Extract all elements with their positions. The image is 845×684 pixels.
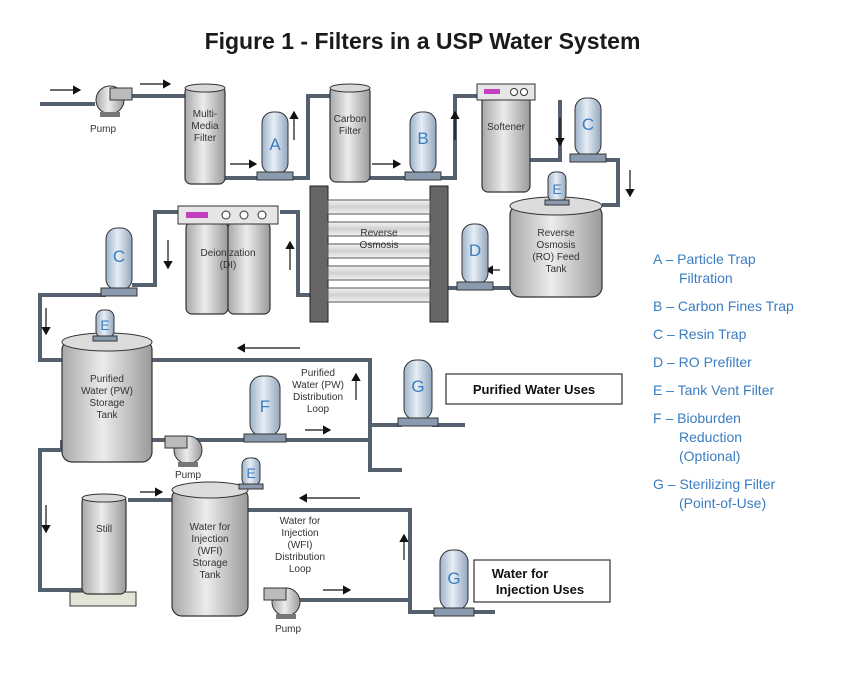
wfi-loop-label-2: Injection (281, 528, 318, 539)
filter-b-letter: B (417, 129, 428, 148)
wfi-storage-tank (171, 481, 249, 617)
ro-tank-label-2: Osmosis (537, 240, 576, 251)
legend-g-line-1: G – Sterilizing Filter (653, 476, 776, 492)
legend-d-line-1: D – RO Prefilter (653, 354, 752, 370)
filter-legend: A – Particle Trap Filtration B – Carbon … (653, 250, 843, 522)
legend-item-e: E – Tank Vent Filter (653, 381, 843, 400)
filter-f-letter: F (260, 397, 270, 416)
pw-tank-label-2: Water (PW) (81, 386, 133, 397)
pw-tank-label-3: Storage (89, 398, 124, 409)
filter-c-left: C (100, 227, 138, 297)
pump-1-label: Pump (90, 124, 117, 135)
filter-f: F (243, 375, 287, 443)
legend-c-line-1: C – Resin Trap (653, 326, 747, 342)
legend-item-a: A – Particle Trap Filtration (653, 250, 843, 288)
filter-g-pw: G (397, 359, 439, 427)
ro-feed-tank (509, 196, 603, 298)
filter-e-pw-tank: E (92, 309, 118, 342)
filter-e-ro-letter: E (552, 181, 561, 197)
filter-b: B (404, 111, 442, 181)
pump-2-label: Pump (175, 470, 202, 481)
multimedia-filter (184, 83, 226, 185)
legend-a-line-1: A – Particle Trap (653, 251, 756, 267)
di-label-2: (DI) (220, 260, 237, 271)
pw-loop-label-1: Purified (301, 368, 335, 379)
di-label-1: Deionization (200, 248, 255, 259)
pw-loop-label-3: Distribution (293, 392, 343, 403)
ro-label-1: Reverse (360, 228, 398, 239)
carbon-label-2: Filter (339, 126, 362, 137)
multimedia-label-1: Multi- (193, 109, 217, 120)
legend-a-line-2: Filtration (679, 270, 733, 286)
wfi-loop-label-1: Water for (280, 516, 321, 527)
filter-c-top: C (569, 97, 607, 163)
legend-item-g: G – Sterilizing Filter (Point-of-Use) (653, 475, 843, 513)
pump-1 (95, 85, 133, 117)
injection-uses-label-1: Water for (492, 566, 549, 581)
pw-loop-label-4: Loop (307, 404, 330, 415)
multimedia-label-2: Media (191, 121, 219, 132)
wfi-loop-label-3: (WFI) (288, 540, 313, 551)
ro-tank-label-3: (RO) Feed (532, 252, 579, 263)
legend-f-line-3: (Optional) (679, 448, 741, 464)
legend-item-f: F – Bioburden Reduction (Optional) (653, 409, 843, 466)
filter-d-letter: D (469, 241, 481, 260)
filter-e-pw-letter: E (100, 317, 109, 333)
wfi-tank-label-3: (WFI) (198, 546, 223, 557)
legend-b-line-1: B – Carbon Fines Trap (653, 298, 794, 314)
wfi-tank-label-1: Water for (190, 522, 231, 533)
injection-uses-box: Water for Injection Uses (473, 559, 611, 603)
filter-c-left-letter: C (113, 247, 125, 266)
pw-tank-label-1: Purified (90, 374, 124, 385)
wfi-tank-label-2: Injection (191, 534, 228, 545)
ro-tank-label-4: Tank (545, 264, 567, 275)
filter-e-wfi-letter: E (246, 465, 255, 481)
pw-tank-label-4: Tank (96, 410, 118, 421)
legend-item-d: D – RO Prefilter (653, 353, 843, 372)
pw-loop-label-2: Water (PW) (292, 380, 344, 391)
carbon-filter (329, 83, 371, 183)
wfi-tank-label-4: Storage (192, 558, 227, 569)
filter-g-pw-letter: G (411, 377, 424, 396)
filter-e-wfi-tank: E (238, 457, 264, 490)
ro-tank-label-1: Reverse (537, 228, 575, 239)
deionization-unit (177, 205, 279, 315)
wfi-loop-label-4: Distribution (275, 552, 325, 563)
filter-a: A (256, 111, 294, 181)
carbon-label-1: Carbon (334, 114, 367, 125)
legend-item-b: B – Carbon Fines Trap (653, 297, 843, 316)
softener (476, 83, 536, 193)
filter-g-wfi-letter: G (447, 569, 460, 588)
flow-arrows (41, 79, 635, 595)
still (69, 493, 137, 607)
wfi-loop-label-5: Loop (289, 564, 312, 575)
pump-3 (263, 587, 301, 619)
filter-a-letter: A (269, 135, 281, 154)
softener-label: Softener (487, 122, 525, 133)
filter-e-ro-tank: E (544, 171, 570, 206)
purified-water-uses-box: Purified Water Uses (445, 373, 623, 405)
legend-f-line-2: Reduction (679, 429, 743, 445)
wfi-tank-label-5: Tank (199, 570, 221, 581)
still-label: Still (96, 524, 112, 535)
pump-3-label: Pump (275, 624, 302, 635)
diagram-title: Figure 1 - Filters in a USP Water System (204, 28, 641, 54)
multimedia-label-3: Filter (194, 133, 217, 144)
reverse-osmosis-unit (309, 185, 449, 323)
filter-d: D (456, 223, 494, 291)
legend-e-line-1: E – Tank Vent Filter (653, 382, 775, 398)
legend-f-line-1: F – Bioburden (653, 410, 741, 426)
legend-item-c: C – Resin Trap (653, 325, 843, 344)
ro-label-2: Osmosis (360, 240, 399, 251)
pump-2 (164, 435, 203, 467)
legend-g-line-2: (Point-of-Use) (679, 495, 767, 511)
injection-uses-label-2: Injection Uses (496, 582, 584, 597)
purified-uses-label: Purified Water Uses (473, 382, 595, 397)
filter-g-wfi: G (433, 549, 475, 617)
filter-c-top-letter: C (582, 115, 594, 134)
